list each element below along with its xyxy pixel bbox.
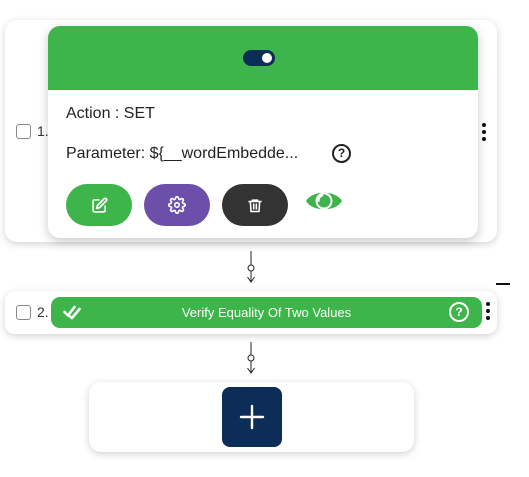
divider-dash [496, 283, 510, 285]
parameter-help-icon[interactable]: ? [332, 144, 351, 163]
step-2-help-icon[interactable]: ? [449, 302, 469, 322]
plus-icon [239, 404, 265, 430]
step-2-title: Verify Equality Of Two Values [181, 305, 352, 320]
popup-header [48, 26, 478, 90]
eye-icon[interactable] [305, 186, 343, 216]
step-1-checkbox[interactable] [16, 124, 31, 139]
step-1-number: 1. [37, 123, 49, 139]
step-2-checkbox[interactable] [16, 305, 31, 320]
action-text: Action : SET [66, 105, 155, 122]
delete-button[interactable] [222, 184, 288, 226]
step-2-menu-icon[interactable] [485, 302, 491, 320]
parameter-text: Parameter: ${__wordEmbedde... [66, 145, 299, 162]
step-2-bar[interactable]: Verify Equality Of Two Values ? [51, 297, 482, 328]
settings-button[interactable] [144, 184, 210, 226]
enable-toggle[interactable] [243, 50, 275, 66]
flow-connector-2 [247, 342, 255, 374]
edit-icon [91, 197, 107, 213]
flow-connector-1 [247, 251, 255, 283]
gear-icon [168, 196, 186, 214]
double-check-icon [63, 305, 81, 320]
edit-button[interactable] [66, 184, 132, 226]
step-2-number: 2. [37, 304, 49, 320]
step-1-details-popup: Action : SET Parameter: ${__wordEmbedde.… [48, 26, 478, 238]
trash-icon [248, 198, 262, 212]
step-1-menu-icon[interactable] [481, 123, 487, 141]
add-step-button[interactable] [222, 387, 282, 447]
